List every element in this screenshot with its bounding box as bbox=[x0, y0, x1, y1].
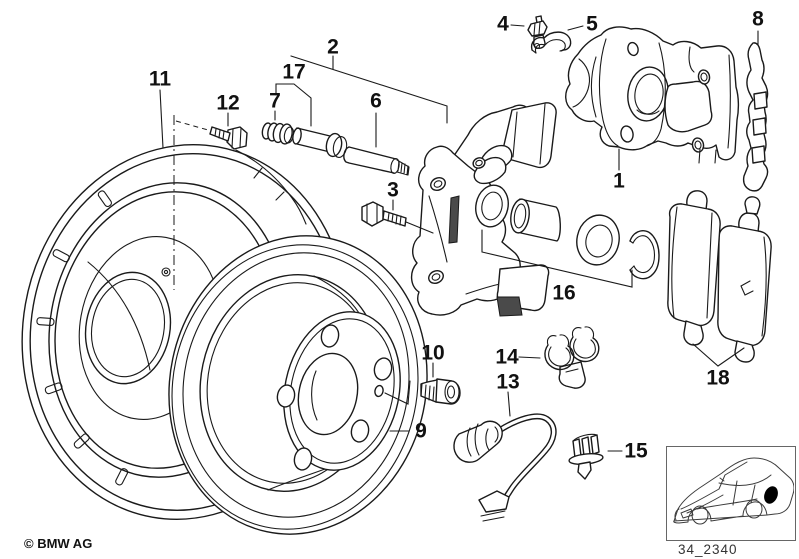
part-callout-4[interactable]: 4 bbox=[497, 12, 509, 36]
bolt-10-drawing bbox=[420, 378, 461, 405]
part-callout-10[interactable]: 10 bbox=[421, 341, 445, 365]
part-callout-12[interactable]: 12 bbox=[216, 91, 240, 115]
part-callout-5[interactable]: 5 bbox=[586, 12, 598, 36]
part-callout-8[interactable]: 8 bbox=[752, 7, 764, 31]
part-callout-14[interactable]: 14 bbox=[495, 345, 519, 369]
cable-clip-drawing bbox=[568, 433, 604, 480]
guide-pin-drawing bbox=[343, 146, 410, 176]
part-callout-6[interactable]: 6 bbox=[370, 89, 382, 113]
caliper-drawing bbox=[565, 26, 740, 164]
part-callout-1[interactable]: 1 bbox=[613, 169, 625, 193]
diagram-code: 34_2340 bbox=[678, 542, 738, 557]
part-callout-17[interactable]: 17 bbox=[282, 60, 306, 84]
brake-pads-drawing bbox=[667, 190, 772, 363]
part-callout-15[interactable]: 15 bbox=[624, 439, 648, 463]
brake-disc-drawing bbox=[168, 235, 428, 535]
vehicle-thumbnail bbox=[666, 446, 796, 541]
part-callout-13[interactable]: 13 bbox=[496, 370, 520, 394]
guide-bush-plug-drawing bbox=[261, 122, 295, 145]
bmw-sedan-icon bbox=[673, 457, 795, 525]
part-callout-11[interactable]: 11 bbox=[148, 67, 172, 91]
part-callout-7[interactable]: 7 bbox=[269, 89, 281, 113]
caliper-carrier-drawing bbox=[410, 102, 557, 317]
part-callout-18[interactable]: 18 bbox=[706, 366, 730, 390]
retaining-spring-drawing bbox=[742, 42, 769, 192]
piston-kit-drawing bbox=[475, 184, 660, 280]
guide-sleeve-drawing bbox=[292, 127, 348, 158]
copyright-text: © BMW AG bbox=[24, 536, 93, 551]
bolt-3-drawing bbox=[361, 201, 407, 227]
retaining-clip-drawing bbox=[530, 31, 572, 54]
bolt-12-drawing bbox=[209, 126, 248, 150]
leader-lines bbox=[159, 24, 759, 452]
rear-wheel-highlight-dot bbox=[764, 486, 778, 504]
part-callout-9[interactable]: 9 bbox=[415, 419, 427, 443]
part-callout-2[interactable]: 2 bbox=[327, 35, 339, 59]
sensor-holder-clip-drawing bbox=[544, 326, 600, 389]
center-axis-line bbox=[173, 115, 209, 290]
part-callout-16[interactable]: 16 bbox=[552, 281, 576, 305]
part-callout-3[interactable]: 3 bbox=[387, 178, 399, 202]
wear-sensor-drawing bbox=[453, 413, 557, 522]
